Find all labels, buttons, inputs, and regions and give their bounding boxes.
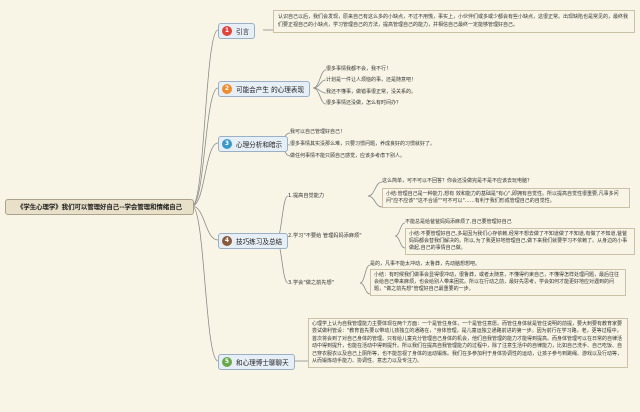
analysis-item: 做任何事情不能只顾自己感觉，应该多考虑下别人。 (290, 153, 406, 159)
number-2-icon: 2 (222, 84, 232, 94)
skill-summary: 小结：有时候我们做事会显得很冲动，很鲁莽，或者太随意，不懂得约束自己，不懂得怎样… (370, 269, 626, 296)
skill-summary: 小结:不要管理好自己,多是因为我们心存依赖,经常不想去做了不知道做了不知道,有做… (405, 228, 635, 255)
skill-question: 不能总是给爸爸妈妈添麻烦了,自己要管理好自己 (405, 219, 512, 225)
topic-label: 和心理博士聊聊天 (236, 359, 289, 367)
chat-text: 心理学上认为自我管理能力主要体现在两个方面：一个是管住身体，一个是管住意愿。而管… (308, 318, 628, 369)
intro-text: 认识自己以后，我们会发现，原来自己有这么多的小缺点，不过不用慌，事实上，小伙伴们… (273, 10, 635, 34)
skill-summary: 小结:管理自己是一种能力,想有 效和能力的基础是"有心",即拥有自觉性。所以提高… (382, 188, 630, 208)
reaction-item: 计划是一件让人烦恼的事，还是随意吧！ (326, 77, 417, 83)
topic-label: 引言 (236, 28, 250, 36)
number-4-icon: 4 (222, 236, 232, 246)
topic-label: 心理分析和暗示 (236, 141, 283, 149)
number-5-icon: 5 (222, 357, 232, 367)
reaction-item: 很多事情我都不会，我不行！ (326, 66, 392, 72)
skill-label: 3.学会"做之前先想" (288, 280, 335, 286)
topic-chat: 5 和心理博士聊聊天 (218, 354, 295, 370)
skill-label: 1.提高自觉能力 (288, 193, 325, 199)
analysis-item: 很多事情其实没那么难，只要习惯问题，养成良好的习惯就好了。 (290, 141, 436, 147)
reaction-item: 很多事情还没做，怎么有时间办？ (326, 100, 402, 106)
topic-intro: 1 引言 (218, 23, 256, 39)
topic-psych-reactions: 2 可能会产生 的心理表现 (218, 81, 311, 97)
topic-label: 技巧练习及总结 (236, 238, 283, 246)
topic-label: 可能会产生 的心理表现 (236, 86, 305, 94)
analysis-item: 我可以自己管理好自己！ (290, 129, 346, 135)
number-3-icon: 3 (222, 139, 232, 149)
skill-question: 这么简单，可不可以不回答？你会还没做完是不是不应该去玩电脑？ (382, 178, 533, 184)
number-1-icon: 1 (222, 26, 232, 36)
skill-question: 是的，凡事不能太冲动，太鲁莽，先动脑想想吧。 (370, 261, 481, 267)
topic-skills: 4 技巧练习及总结 (218, 233, 289, 249)
reaction-item: 我还不懂事，做错事很正常，没关系的。 (326, 89, 417, 95)
topic-analysis: 3 心理分析和暗示 (218, 136, 289, 152)
skill-label: 2.学习"不要给 管理妈妈添麻烦" (288, 233, 362, 239)
central-topic: 《学生心理学》我们可以管理好自己--学会管理和情绪自己 (5, 199, 194, 215)
